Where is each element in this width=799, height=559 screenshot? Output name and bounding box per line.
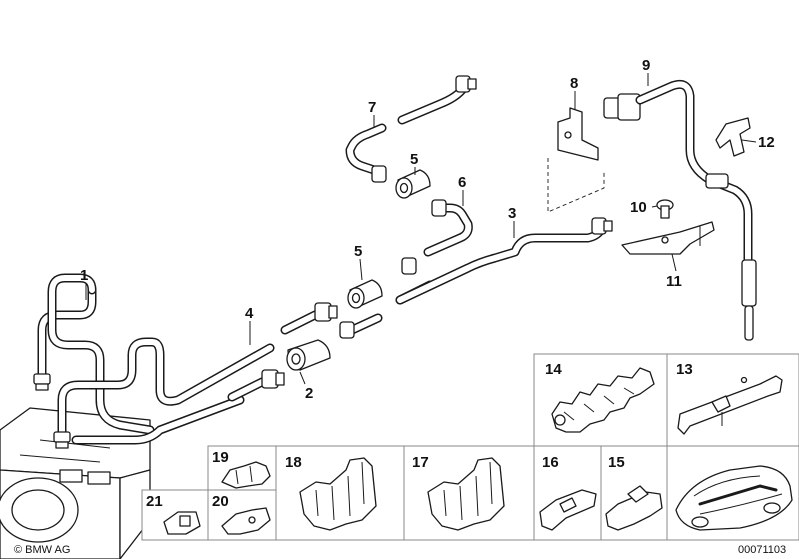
fitting-5-upper xyxy=(395,169,431,199)
callout-label-16: 16 xyxy=(542,454,559,471)
part-box-14: 14 xyxy=(533,353,668,447)
callout-label-5-lower: 5 xyxy=(354,243,362,260)
callout-label-15: 15 xyxy=(608,454,625,471)
callout-7: 7 xyxy=(368,99,376,128)
part-box-17: 17 xyxy=(403,445,535,541)
brake-pipe-long xyxy=(53,337,275,449)
callout-6: 6 xyxy=(458,174,466,206)
callout-label-6: 6 xyxy=(458,174,466,191)
callout-label-9: 9 xyxy=(642,57,650,74)
brake-pipe-6 xyxy=(339,199,473,339)
callout-label-3: 3 xyxy=(508,205,516,222)
part-box-15: 15 xyxy=(600,445,668,541)
callout-label-4: 4 xyxy=(245,305,254,322)
callout-1: 1 xyxy=(80,267,88,300)
callout-label-10: 10 xyxy=(630,199,647,216)
bracket-11 xyxy=(621,221,715,255)
brake-hose-9 xyxy=(603,79,757,341)
callout-label-2: 2 xyxy=(305,385,313,402)
brake-pipe-7 xyxy=(345,75,477,183)
callout-label-17: 17 xyxy=(412,454,429,471)
callout-label-18: 18 xyxy=(285,454,302,471)
part-box-21: 21 xyxy=(141,489,209,541)
callout-label-13: 13 xyxy=(676,361,693,378)
callout-label-19: 19 xyxy=(212,449,229,466)
callout-3: 3 xyxy=(508,205,516,238)
fitting-5-lower xyxy=(347,279,383,309)
callout-12: 12 xyxy=(741,134,775,151)
callout-label-21: 21 xyxy=(146,493,163,510)
part-box-19: 19 xyxy=(207,445,277,491)
callout-label-20: 20 xyxy=(212,493,229,510)
vehicle-location-box xyxy=(666,445,799,541)
callout-9: 9 xyxy=(642,57,650,86)
brake-line-4-segments xyxy=(227,302,338,402)
callout-10: 10 xyxy=(630,199,658,216)
fitting-2 xyxy=(286,339,331,371)
diagram-number: 00071103 xyxy=(738,544,786,556)
part-box-13: 13 xyxy=(666,353,799,447)
part-box-18: 18 xyxy=(275,445,405,541)
bolt-10 xyxy=(656,199,674,219)
callout-label-12: 12 xyxy=(758,134,775,151)
callout-4: 4 xyxy=(245,305,254,345)
callout-label-8: 8 xyxy=(570,75,578,92)
callout-label-5-upper: 5 xyxy=(410,151,418,168)
callout-label-1: 1 xyxy=(80,267,88,284)
callout-5-lower: 5 xyxy=(354,243,363,281)
brake-pipe-3 xyxy=(395,217,613,305)
callout-label-7: 7 xyxy=(368,99,376,116)
bracket-8 xyxy=(547,107,605,213)
brake-pipe-1 xyxy=(33,273,155,435)
callout-label-11: 11 xyxy=(666,273,682,290)
part-box-16: 16 xyxy=(533,445,602,541)
callout-2: 2 xyxy=(299,371,313,402)
clip-12 xyxy=(715,117,751,157)
callout-11: 11 xyxy=(666,253,682,290)
callout-5-upper: 5 xyxy=(410,151,418,175)
callout-8: 8 xyxy=(570,75,578,110)
part-box-20: 20 xyxy=(207,489,277,541)
callout-label-14: 14 xyxy=(545,361,562,378)
copyright-label: © BMW AG xyxy=(14,544,70,556)
